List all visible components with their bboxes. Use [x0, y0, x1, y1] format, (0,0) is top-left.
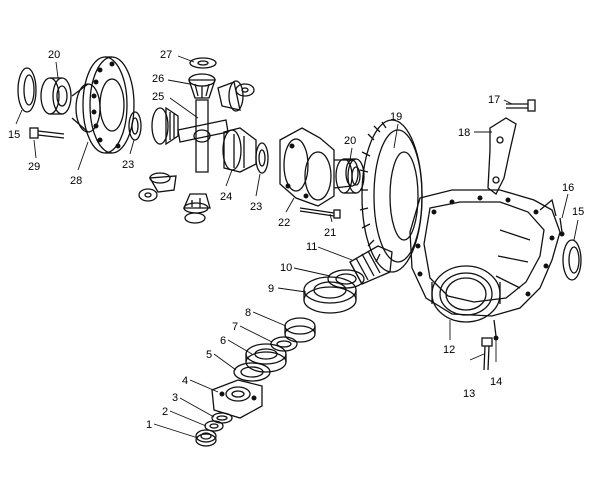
callout-8: 8: [245, 307, 251, 319]
part-pinion-gear-top: [188, 73, 216, 99]
part-washer-right: [255, 142, 269, 174]
callout-22: 22: [278, 217, 290, 229]
leader-lines: [15, 55, 579, 439]
part-nut-1: [195, 429, 217, 447]
part-bolt-17: [506, 99, 536, 112]
callout-19: 19: [390, 111, 402, 123]
part-pin-16: [559, 217, 565, 237]
part-ring-gear: [359, 119, 423, 273]
part-bolt-29: [29, 127, 65, 139]
part-case-half-left: [71, 56, 135, 154]
part-seal-ring-5: [233, 362, 271, 382]
callout-12: 12: [443, 344, 455, 356]
part-spider-cross: [177, 99, 229, 173]
callout-20-right: 20: [344, 135, 356, 147]
part-pinion-gear-right: [217, 80, 255, 112]
callout-23-right: 23: [250, 201, 262, 213]
callout-21: 21: [324, 227, 336, 239]
callout-29: 29: [28, 161, 40, 173]
callout-20-left: 20: [48, 49, 60, 61]
part-seal-right: [562, 239, 582, 281]
part-bolt-13: [481, 337, 493, 371]
part-bracket-18: [487, 117, 517, 195]
part-bearing-left: [40, 77, 72, 115]
callout-13: 13: [463, 388, 475, 400]
callout-15-right: 15: [572, 206, 584, 218]
callout-16: 16: [562, 182, 574, 194]
callout-17: 17: [488, 94, 500, 106]
callout-labels: 1 2 3 4 5 6 7 8 9 10 11 12 13 14 15 15 1…: [8, 49, 584, 431]
callout-14: 14: [490, 376, 502, 388]
part-washer-left: [128, 111, 142, 141]
callout-27: 27: [160, 49, 172, 61]
part-bearing-6: [245, 343, 287, 373]
callout-4: 4: [182, 375, 188, 387]
part-carrier-housing: [409, 189, 561, 323]
callout-2: 2: [162, 406, 168, 418]
part-spacer-8: [284, 317, 316, 343]
part-pinion-gear-lower-left: [138, 172, 177, 202]
part-plug-14: [493, 319, 499, 341]
callout-24: 24: [220, 191, 232, 203]
callout-11: 11: [306, 241, 317, 253]
part-drive-pinion: [349, 245, 393, 285]
part-case-half-right: [279, 127, 359, 207]
part-side-gear-left: [151, 106, 179, 146]
part-pinion-gear-lower: [183, 193, 211, 224]
callout-1: 1: [146, 419, 152, 431]
part-bolt-21: [299, 207, 341, 219]
callout-25: 25: [152, 91, 164, 103]
callout-18: 18: [458, 127, 470, 139]
callout-7: 7: [232, 321, 238, 333]
callout-3: 3: [172, 392, 178, 404]
callout-23-left: 23: [122, 159, 134, 171]
callout-9: 9: [268, 283, 274, 295]
callout-28: 28: [70, 175, 82, 187]
part-flange-4: [211, 379, 263, 419]
part-seal-left: [17, 67, 37, 113]
callout-5: 5: [206, 349, 212, 361]
callout-26: 26: [152, 73, 164, 85]
callout-15-left: 15: [8, 129, 20, 141]
part-washer-27: [189, 57, 217, 69]
callout-10: 10: [280, 262, 292, 274]
part-bearing-right: [335, 158, 365, 194]
part-side-gear-right: [222, 127, 257, 173]
callout-6: 6: [220, 335, 226, 347]
part-bearing-9: [303, 276, 357, 314]
